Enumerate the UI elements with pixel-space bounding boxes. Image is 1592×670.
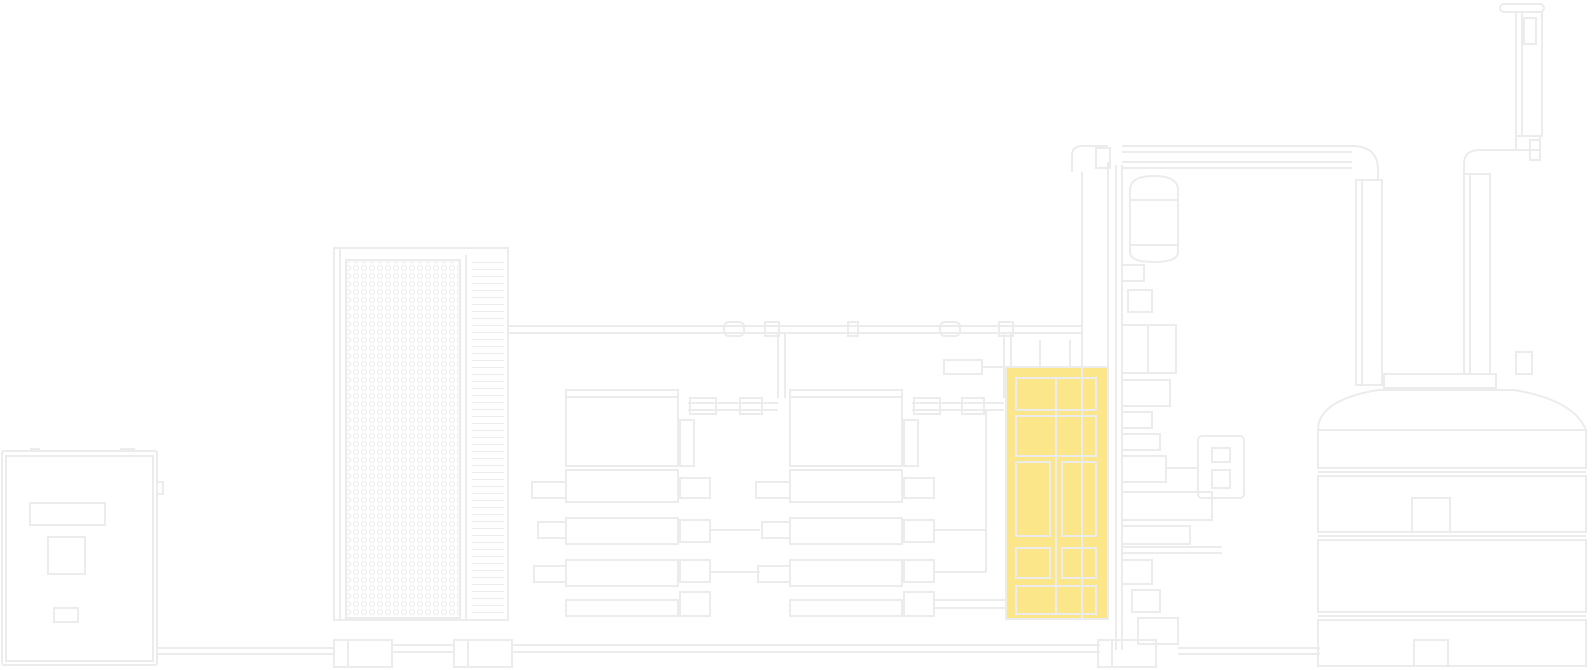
boiler-vessel [1317, 351, 1587, 667]
small-vessel [1129, 174, 1179, 264]
tank-unit-1 [531, 389, 778, 617]
left-cabinet [1, 448, 164, 666]
tank-unit-2 [755, 389, 1006, 617]
overhead-pipe [1071, 145, 1383, 386]
filter-press-unit [1005, 340, 1109, 620]
mesh-tower [333, 247, 513, 668]
riser-pipes [1081, 165, 1157, 668]
bottom-pipe-main [392, 644, 1100, 653]
top-header-pipe [508, 321, 1082, 398]
bottom-pipe-left [157, 647, 334, 655]
instrument-cluster [1121, 264, 1320, 655]
chimney-stack [1463, 3, 1545, 375]
